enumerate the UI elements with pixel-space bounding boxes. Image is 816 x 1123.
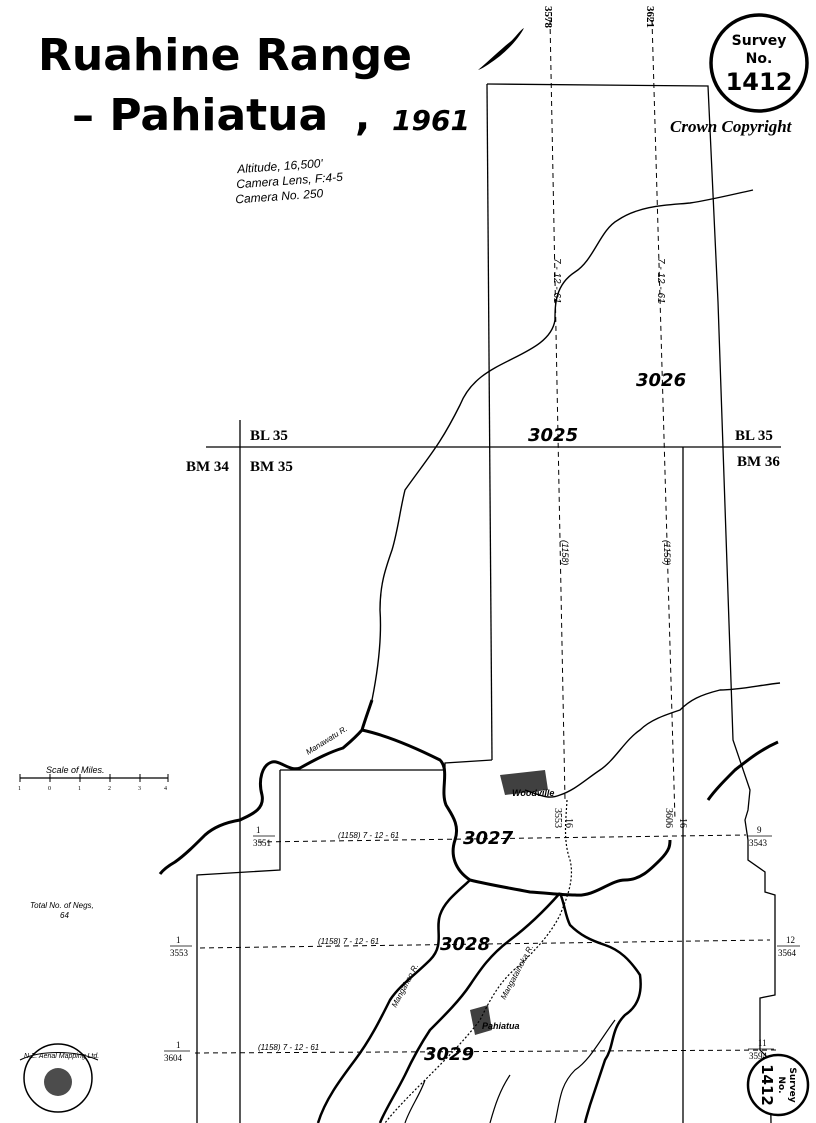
frame-left2-bottom: 3553 (170, 948, 189, 958)
frame-right3-bottom: 3594 (749, 1051, 768, 1061)
run-number-3027: 3027 (463, 828, 514, 849)
camera-info: Altitude, 16,500' Camera Lens, F:4-5 Cam… (235, 156, 344, 206)
frame-mid1-top: 16 (563, 818, 574, 828)
flight-date-h2: (1158) 7 - 12 - 61 (318, 937, 379, 946)
flight-date-v2: 7 - 12 - 61 (655, 258, 666, 304)
grid-label-bl35-left: BL 35 (250, 428, 288, 444)
flight-ref-v2: (1158) (662, 540, 672, 565)
scale-tick-3: 2 (108, 786, 111, 792)
place-pahiatua: Pahiatua (482, 1021, 520, 1031)
scale-tick-5: 4 (164, 786, 167, 792)
flight-date-h1: (1158) 7 - 12 - 61 (338, 831, 399, 840)
scale-bar: Scale of Miles. 1 0 1 2 3 4 (18, 765, 169, 792)
frame-left1-bottom: 3551 (253, 838, 271, 848)
total-negs-label: Total No. of Negs, (30, 901, 94, 910)
logo-text: N.Z. Aerial Mapping Ltd. (24, 1053, 99, 1060)
map-title-line1: Ruahine Range (38, 30, 412, 81)
title-comma: , (355, 94, 370, 140)
camera-number-label: Camera No. 250 (235, 186, 324, 206)
run-number-3025: 3025 (528, 425, 578, 446)
frame-right2-bottom: 3564 (778, 948, 797, 958)
stamp-bottom-no: No. (776, 1076, 786, 1093)
scale-tick-4: 3 (138, 786, 141, 792)
flight-ref-v1: (1158) (560, 540, 570, 565)
flight-date-v1: 7 - 12 - 61 (551, 258, 562, 304)
survey-stamp-bottom: Survey No. 1412 (746, 1053, 810, 1117)
grid-label-bm36: BM 36 (737, 454, 780, 470)
scale-tick-1: 0 (48, 786, 51, 792)
place-woodville: Woodville (512, 788, 554, 798)
flight-lines (194, 19, 781, 1054)
map-year: 1961 (392, 104, 470, 137)
scale-tick-2: 1 (78, 786, 81, 792)
rivers (158, 189, 781, 1123)
scale-label: Scale of Miles. (46, 765, 105, 775)
altitude-label: Altitude, 16,500' (236, 156, 324, 176)
map-title-line2: – Pahiatua (72, 90, 328, 141)
stamp-bottom-number: 1412 (758, 1064, 776, 1106)
frame-numbers: 1 3551 1 3553 1 3604 9 3543 12 3564 11 3… (164, 825, 800, 1063)
run-number-3029: 3029 (424, 1044, 474, 1065)
frame-left3-bottom: 3604 (164, 1053, 183, 1063)
frame-mid2-top: 16 (677, 818, 688, 828)
frame-left2-top: 1 (176, 935, 181, 945)
stamp-bottom-survey: Survey (787, 1067, 797, 1102)
frame-mid1-bottom: 3553 (552, 808, 563, 828)
frame-right3-top: 11 (758, 1038, 767, 1048)
company-logo: N.Z. Aerial Mapping Ltd. (19, 1043, 99, 1113)
run-number-3026: 3026 (636, 370, 686, 391)
river-manawatu: Manawatu R. (304, 724, 349, 757)
map-boundaries (196, 83, 781, 1123)
grid-label-bm34: BM 34 (186, 459, 229, 475)
stamp-survey-label: Survey (732, 33, 787, 49)
river-mangatainoka: Mangatainoka R. (499, 943, 535, 1001)
run-number-3028: 3028 (440, 934, 490, 955)
frame-left1-top: 1 (256, 825, 261, 835)
flight-date-h3: (1158) 7 - 12 - 61 (258, 1043, 319, 1052)
stamp-no-label: No. (746, 51, 773, 67)
frame-right2-top: 12 (786, 935, 795, 945)
pahiatua-block (470, 1005, 492, 1035)
total-negs-value: 64 (60, 911, 69, 920)
frame-right1-top: 9 (757, 825, 762, 835)
scale-tick-0: 1 (18, 786, 21, 792)
frame-right1-bottom: 3543 (749, 838, 768, 848)
crown-copyright: Crown Copyright (670, 117, 793, 136)
frame-mid2-bottom: 3606 (663, 808, 674, 828)
stamp-number: 1412 (726, 68, 793, 96)
frame-left3-top: 1 (176, 1040, 181, 1050)
river-mangahao: Mangahao R. (390, 962, 420, 1009)
grid-label-bm35: BM 35 (250, 459, 293, 475)
run-top-number-b: 3621 (644, 6, 656, 28)
woodville-block (500, 770, 548, 795)
grid-label-bl35-right: BL 35 (735, 428, 773, 444)
lake-shape (478, 28, 524, 70)
run-top-number-a: 3578 (542, 6, 554, 29)
survey-stamp-top: Survey No. 1412 (709, 13, 809, 113)
